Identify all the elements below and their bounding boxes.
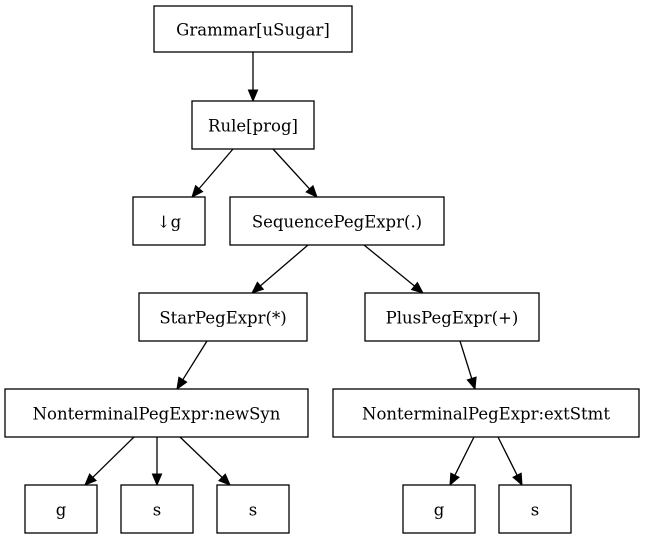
edge-line [272, 148, 311, 190]
arrowhead-icon [191, 184, 204, 198]
node-label: StarPegExpr(*) [159, 309, 286, 328]
node-nt-newsyn: NonterminalPegExpr:newSyn [4, 388, 309, 438]
arrowhead-icon [151, 473, 163, 487]
node-box [4, 388, 309, 438]
node-leaf-s1: s [120, 484, 194, 534]
edge-nt-extstmt-to-leaf-g2 [449, 436, 475, 487]
edge-line [454, 436, 475, 476]
edge-nt-newsyn-to-leaf-s1 [151, 437, 163, 487]
edge-nt-extstmt-to-leaf-s3 [497, 436, 523, 487]
node-label: NonterminalPegExpr:newSyn [33, 405, 281, 424]
node-label: s [531, 501, 539, 520]
node-label: s [249, 501, 257, 520]
node-box [332, 388, 640, 438]
node-box [191, 100, 315, 150]
node-box [120, 484, 194, 534]
edge-line [363, 244, 415, 287]
arrowhead-icon [410, 281, 425, 294]
node-rule: Rule[prog] [191, 100, 315, 150]
node-leaf-g2: g [402, 484, 476, 534]
edge-seq-to-plus [363, 244, 425, 294]
node-label: g [56, 501, 67, 520]
node-down-g: ↓g [132, 196, 206, 246]
node-grammar: Grammar[uSugar] [153, 5, 353, 53]
edge-nt-newsyn-to-leaf-s2 [179, 436, 231, 486]
edge-rule-to-down-g [191, 148, 234, 198]
node-box [216, 484, 290, 534]
node-label: s [153, 501, 161, 520]
node-box [138, 292, 308, 342]
edge-line [259, 244, 309, 287]
edge-nt-newsyn-to-leaf-g1 [84, 436, 135, 486]
node-box [402, 484, 476, 534]
arrowhead-icon [218, 473, 231, 486]
arrowhead-icon [251, 281, 265, 294]
arrowhead-icon [176, 376, 188, 391]
edge-line [92, 436, 135, 478]
node-label: Rule[prog] [208, 117, 298, 136]
node-box [498, 484, 572, 534]
edges-layer [84, 52, 523, 487]
node-seq: SequencePegExpr(.) [229, 196, 445, 246]
edge-rule-to-seq [272, 148, 318, 198]
node-label: Grammar[uSugar] [176, 21, 330, 40]
edge-line [497, 436, 518, 476]
node-box [364, 292, 540, 342]
edge-line [198, 148, 234, 190]
node-box [153, 5, 353, 53]
node-leaf-s2: s [216, 484, 290, 534]
node-box [24, 484, 98, 534]
node-label: PlusPegExpr(+) [386, 309, 519, 328]
node-star: StarPegExpr(*) [138, 292, 308, 342]
arrowhead-icon [305, 184, 318, 198]
node-nt-extstmt: NonterminalPegExpr:extStmt [332, 388, 640, 438]
node-box [229, 196, 445, 246]
node-plus: PlusPegExpr(+) [364, 292, 540, 342]
edge-star-to-nt-newsyn [176, 340, 208, 391]
edge-seq-to-star [251, 244, 309, 294]
node-leaf-s3: s [498, 484, 572, 534]
arrowhead-icon [449, 472, 460, 487]
edge-grammar-to-rule [247, 52, 259, 103]
edge-line [182, 340, 208, 381]
edge-plus-to-nt-extstmt [459, 340, 477, 391]
node-label: ↓g [157, 213, 182, 232]
nodes-layer: Grammar[uSugar] Rule[prog] ↓g SequencePegEx… [4, 5, 640, 534]
node-box [132, 196, 206, 246]
edge-line [459, 340, 473, 379]
arrowhead-icon [84, 473, 97, 486]
node-label: g [434, 501, 445, 520]
node-label: NonterminalPegExpr:extStmt [362, 405, 610, 424]
arrowhead-icon [466, 376, 477, 391]
node-leaf-g1: g [24, 484, 98, 534]
node-label: SequencePegExpr(.) [252, 213, 422, 232]
arrowhead-icon [512, 472, 523, 487]
arrowhead-icon [247, 89, 259, 103]
edge-line [179, 436, 223, 478]
